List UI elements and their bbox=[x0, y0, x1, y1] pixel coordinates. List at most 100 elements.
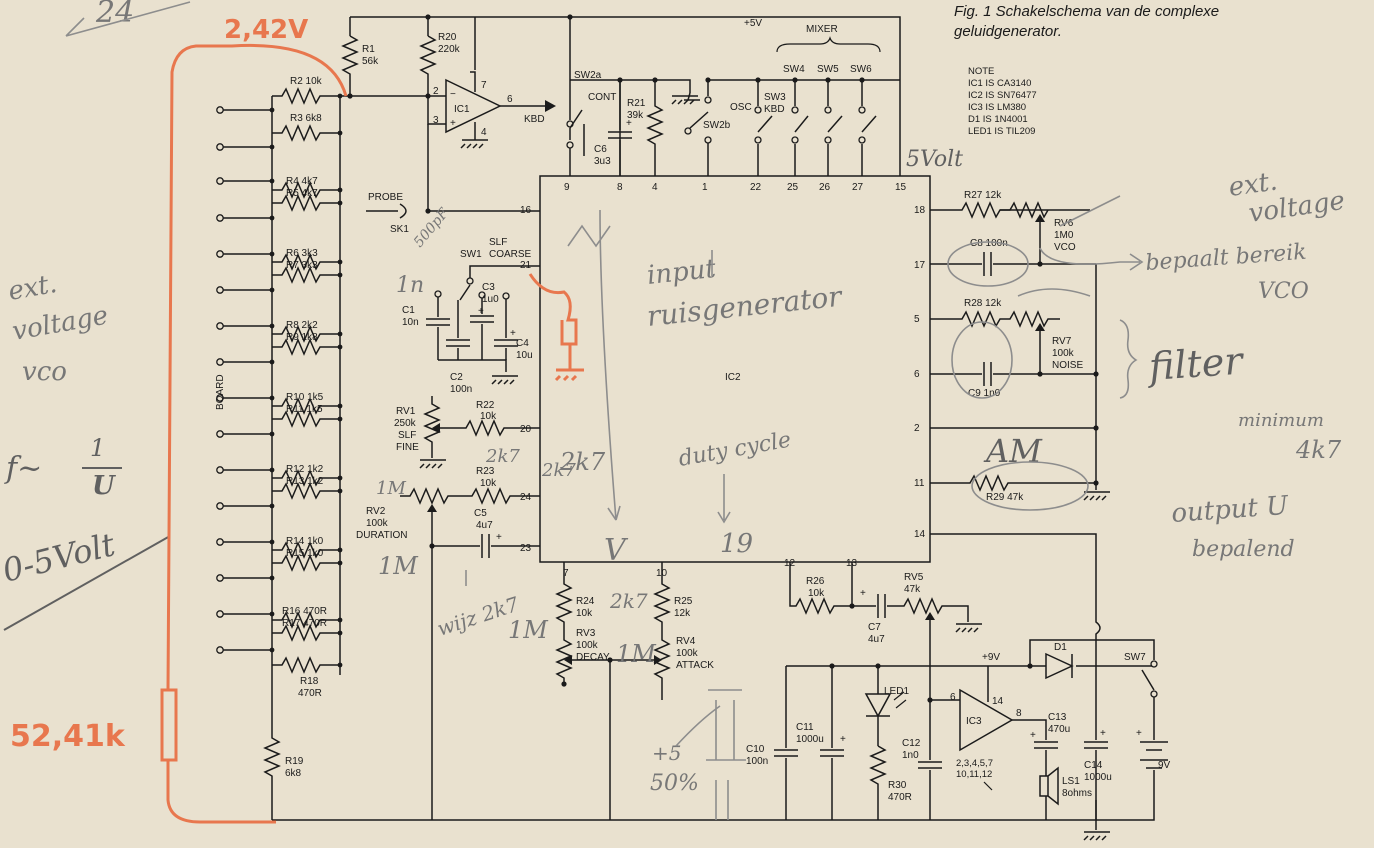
key-contact[interactable] bbox=[216, 177, 224, 185]
svg-text:R4 4k7: R4 4k7 bbox=[286, 176, 318, 187]
key-contact[interactable] bbox=[216, 646, 224, 654]
potentiometer-rv5[interactable]: RV5 47k bbox=[900, 572, 982, 700]
svg-text:100k: 100k bbox=[366, 518, 389, 529]
svg-text:R15 1k0: R15 1k0 bbox=[286, 548, 324, 559]
svg-text:R22: R22 bbox=[476, 400, 495, 411]
capacitor-c12: C12 1n0 bbox=[902, 700, 942, 820]
key-contact[interactable] bbox=[216, 574, 224, 582]
capacitor-c5: + C5 4u7 bbox=[432, 508, 540, 558]
svg-text:2: 2 bbox=[914, 423, 920, 434]
svg-text:1u0: 1u0 bbox=[482, 294, 499, 305]
potentiometer-rv3[interactable]: RV3 100k DECAY bbox=[555, 628, 654, 687]
switch-sw2a[interactable]: SW2a CONT bbox=[566, 70, 616, 176]
svg-text:SW2a: SW2a bbox=[574, 70, 602, 81]
svg-text:KBD: KBD bbox=[764, 104, 785, 115]
switch-sw4[interactable]: SW4 bbox=[783, 64, 809, 176]
potentiometer-rv6[interactable]: RV6 1M0 VCO bbox=[1000, 201, 1076, 264]
svg-text:R11 1k5: R11 1k5 bbox=[286, 404, 323, 415]
svg-text:DECAY: DECAY bbox=[576, 652, 610, 663]
svg-text:39k: 39k bbox=[627, 110, 644, 121]
key-contact[interactable] bbox=[216, 286, 224, 294]
switch-sw3[interactable]: SW3 KBD bbox=[754, 92, 786, 176]
svg-text:470R: 470R bbox=[888, 792, 912, 803]
switch-sw6[interactable]: SW6 bbox=[850, 64, 877, 176]
key-contact[interactable] bbox=[216, 322, 224, 330]
key-contact[interactable] bbox=[216, 250, 224, 258]
led-led1: LED1 bbox=[864, 666, 909, 746]
svg-text:10k: 10k bbox=[576, 608, 593, 619]
svg-text:R19: R19 bbox=[285, 756, 304, 767]
svg-text:2k7: 2k7 bbox=[485, 446, 520, 467]
svg-text:1: 1 bbox=[90, 434, 105, 462]
wire-d1-bypass bbox=[1029, 639, 1155, 666]
handwritten-annotations: 24 ext. voltage vco f~ 1 U 0-5Volt 5Volt… bbox=[0, 0, 1347, 820]
svg-text:9V: 9V bbox=[1158, 760, 1171, 771]
svg-text:PROBE: PROBE bbox=[368, 192, 403, 203]
svg-text:6k8: 6k8 bbox=[285, 768, 302, 779]
op-amp-ic1: IC1 − + 2 3 7 6 4 KBD bbox=[433, 17, 556, 149]
key-contact[interactable] bbox=[216, 538, 224, 546]
potentiometer-rv4[interactable]: RV4 100k ATTACK bbox=[653, 632, 714, 700]
svg-text:C8 100n: C8 100n bbox=[970, 238, 1008, 249]
svg-text:4u7: 4u7 bbox=[476, 520, 493, 531]
svg-text:1n: 1n bbox=[396, 273, 424, 298]
resistor-r25: R25 12k bbox=[653, 562, 693, 632]
svg-text:R16 470R: R16 470R bbox=[282, 606, 327, 617]
svg-text:C1: C1 bbox=[402, 305, 415, 316]
svg-text:RV4: RV4 bbox=[676, 636, 696, 647]
svg-text:IC2 IS SN76477: IC2 IS SN76477 bbox=[968, 90, 1037, 101]
svg-text:R21: R21 bbox=[627, 98, 646, 109]
svg-text:100n: 100n bbox=[746, 756, 768, 767]
svg-text:+: + bbox=[1030, 730, 1036, 741]
svg-text:9: 9 bbox=[564, 182, 570, 193]
svg-text:R12 1k2: R12 1k2 bbox=[286, 464, 324, 475]
switch-sw2b[interactable]: SW2b bbox=[684, 96, 731, 176]
capacitor-c7: + C7 4u7 bbox=[852, 588, 900, 645]
svg-text:C12: C12 bbox=[902, 738, 921, 749]
svg-text:SW4: SW4 bbox=[783, 64, 805, 75]
svg-text:100n: 100n bbox=[450, 384, 472, 395]
svg-text:100k: 100k bbox=[1052, 348, 1075, 359]
key-contact[interactable] bbox=[216, 358, 224, 366]
capacitor-c6: + C6 3u3 bbox=[594, 80, 632, 176]
capacitor-c10: C10 100n bbox=[746, 666, 798, 820]
probe-socket-sk1[interactable]: PROBE SK1 bbox=[366, 192, 409, 235]
capacitor-c13: + C13 470u bbox=[1030, 712, 1070, 768]
svg-text:1M: 1M bbox=[376, 478, 406, 499]
potentiometer-rv1[interactable]: RV1 250k SLF FINE bbox=[394, 396, 458, 469]
key-contact[interactable] bbox=[216, 610, 224, 618]
svg-text:+: + bbox=[510, 328, 516, 339]
svg-text:C10: C10 bbox=[746, 744, 765, 755]
svg-text:U: U bbox=[92, 471, 116, 501]
caption-line-2: geluidgenerator. bbox=[954, 23, 1062, 40]
potentiometer-rv2[interactable]: RV2 100k DURATION bbox=[356, 487, 468, 820]
svg-text:R24: R24 bbox=[576, 596, 595, 607]
key-contact[interactable] bbox=[216, 430, 224, 438]
potentiometer-rv7[interactable]: RV7 100k NOISE bbox=[1035, 323, 1083, 374]
switch-sw1[interactable]: SW1 SLF COARSE bbox=[434, 237, 540, 301]
key-contact[interactable] bbox=[216, 106, 224, 114]
svg-text:VCO: VCO bbox=[1258, 279, 1309, 304]
key-contact[interactable] bbox=[216, 502, 224, 510]
ladder-labels: R2 10k R3 6k8 R4 4k7 R5 4k7 R6 3k3 R7 3k… bbox=[282, 76, 327, 779]
svg-text:R8 2k2: R8 2k2 bbox=[286, 320, 318, 331]
switch-sw7[interactable]: SW7 bbox=[1124, 652, 1158, 740]
svg-text:2k7: 2k7 bbox=[541, 460, 576, 481]
svg-text:RV5: RV5 bbox=[904, 572, 924, 583]
svg-text:+: + bbox=[1100, 728, 1106, 739]
hand-24: 24 bbox=[95, 0, 134, 30]
key-contact[interactable] bbox=[216, 143, 224, 151]
svg-text:C7: C7 bbox=[868, 622, 881, 633]
key-contact[interactable] bbox=[216, 214, 224, 222]
key-contact[interactable] bbox=[216, 466, 224, 474]
svg-text:10,11,12: 10,11,12 bbox=[956, 769, 992, 780]
svg-text:2k7: 2k7 bbox=[609, 589, 648, 613]
switch-sw5[interactable]: SW5 bbox=[817, 64, 843, 176]
svg-text:SLF: SLF bbox=[398, 430, 416, 441]
svg-text:50%: 50% bbox=[650, 771, 699, 796]
svg-text:+9V: +9V bbox=[982, 652, 1000, 663]
svg-text:10k: 10k bbox=[480, 411, 497, 422]
svg-text:C11: C11 bbox=[796, 722, 814, 733]
svg-text:3u3: 3u3 bbox=[594, 156, 611, 167]
